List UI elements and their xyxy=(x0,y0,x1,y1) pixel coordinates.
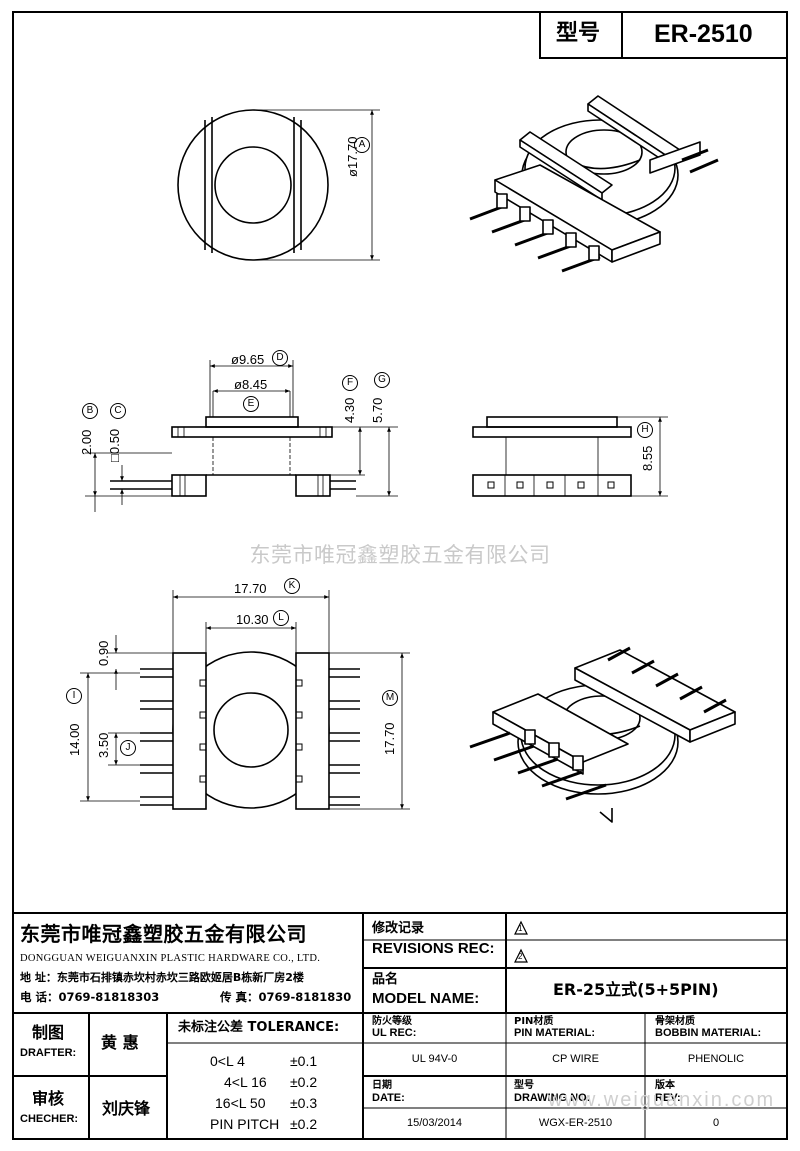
drawing-label-en: DRAWING NO: xyxy=(514,1092,591,1104)
model-number: ER-2510 xyxy=(654,20,753,48)
date-label-cn: 日期 xyxy=(372,1080,392,1091)
dim-a-circle: A xyxy=(354,137,370,153)
dim-j-circle: J xyxy=(120,740,136,756)
checker-name: 刘庆锋 xyxy=(102,1099,151,1118)
dim-k-value: 17.70 xyxy=(234,581,267,596)
front-view xyxy=(85,360,398,512)
company-address: 地 址：东莞市石排镇赤坎村赤坎三路欧姬居B栋新厂房2楼 xyxy=(20,971,304,984)
tolerance-range-2: 16<L 50 xyxy=(215,1095,266,1111)
pin-label-cn: PIN材质 xyxy=(514,1016,554,1027)
isometric-view-bottom xyxy=(469,646,736,823)
drafter-label-cn: 制图 xyxy=(32,1023,65,1042)
dim-d-value: ø9.65 xyxy=(231,352,265,367)
dim-k-circle: K xyxy=(284,578,300,594)
dim-b-value: 2.00 xyxy=(79,429,94,455)
dim-i-circle: I xyxy=(66,688,82,704)
rev-label-cn: 版本 xyxy=(655,1080,675,1091)
model-name-value: ER-25立式(5+5PIN) xyxy=(553,980,719,999)
company-name-cn: 东莞市唯冠鑫塑胶五金有限公司 xyxy=(20,922,307,946)
dim-d-circle: D xyxy=(272,350,288,366)
revision-1: 1 xyxy=(518,924,523,933)
isometric-view-top xyxy=(469,95,719,273)
ul-label-cn: 防火等级 xyxy=(372,1016,412,1027)
revision-2: 2 xyxy=(518,952,523,961)
drafter-label-en: DRAFTER: xyxy=(20,1047,77,1059)
dim-l-value: 10.30 xyxy=(236,612,269,627)
date-label-en: DATE: xyxy=(372,1092,405,1104)
dim-h-value: 8.55 xyxy=(640,445,655,471)
dim-f-circle: F xyxy=(342,375,358,391)
top-view xyxy=(177,109,380,261)
dim-g-value: 5.70 xyxy=(370,397,385,423)
tolerance-value-1: ±0.2 xyxy=(290,1074,318,1090)
drawing-label-cn: 型号 xyxy=(514,1080,534,1091)
revision-triangles xyxy=(514,920,528,963)
revisions-label-en: REVISIONS REC: xyxy=(372,940,495,957)
url-watermark: www.weiguanxin.com xyxy=(548,1089,776,1111)
dim-m-value: 17.70 xyxy=(382,722,397,755)
side-view xyxy=(472,416,668,497)
date-value: 15/03/2014 xyxy=(406,1117,463,1129)
tolerance-range-0: 0<L 4 xyxy=(210,1053,245,1069)
revisions-label-cn: 修改记录 xyxy=(372,921,425,936)
tolerance-range-3: PIN PITCH xyxy=(210,1116,280,1132)
dim-j-value: 3.50 xyxy=(96,732,111,758)
dim-i-value: 14.00 xyxy=(67,723,82,756)
drawing-value: WGX-ER-2510 xyxy=(538,1117,613,1129)
dim-h-circle: H xyxy=(637,422,653,438)
bobbin-label-en: BOBBIN MATERIAL: xyxy=(655,1027,762,1039)
dim-l-circle: L xyxy=(273,610,289,626)
dim-e-circle: E xyxy=(243,396,259,412)
model-label: 型号 xyxy=(556,21,601,46)
dim-m-circle: M xyxy=(382,690,398,706)
dim-top-gap-value: 0.90 xyxy=(96,640,111,666)
tolerance-value-2: ±0.3 xyxy=(290,1095,318,1111)
tolerance-value-0: ±0.1 xyxy=(290,1053,318,1069)
company-phone: 电 话：0769-81818303 xyxy=(20,990,160,1004)
rev-label-en: REV: xyxy=(655,1092,681,1104)
ul-label-en: UL REC: xyxy=(372,1027,417,1039)
dim-b-circle: B xyxy=(82,403,98,419)
model-name-label-cn: 品名 xyxy=(372,972,399,987)
dim-e-value: ø8.45 xyxy=(234,377,268,392)
company-watermark: 东莞市唯冠鑫塑胶五金有限公司 xyxy=(249,543,551,567)
checker-label-en: CHECHER: xyxy=(20,1113,79,1125)
dim-g-circle: G xyxy=(374,372,390,388)
company-fax: 传 真：0769-8181830 xyxy=(220,990,352,1004)
tolerance-range-1: 4<L 16 xyxy=(224,1074,267,1090)
company-name-en: DONGGUAN WEIGUANXIN PLASTIC HARDWARE CO.… xyxy=(20,953,321,964)
bottom-view xyxy=(80,590,410,810)
header-box xyxy=(539,11,788,59)
pin-value: CP WIRE xyxy=(552,1053,599,1065)
bobbin-label-cn: 骨架材质 xyxy=(655,1016,695,1027)
model-name-label-en: MODEL NAME: xyxy=(372,990,480,1007)
dim-c-circle: C xyxy=(110,403,126,419)
ul-value: UL 94V-0 xyxy=(411,1053,458,1065)
dim-c-value: □0.50 xyxy=(107,428,122,462)
dim-f-value: 4.30 xyxy=(342,397,357,423)
title-block-grid xyxy=(13,912,787,1139)
pin-label-en: PIN MATERIAL: xyxy=(514,1027,596,1039)
tolerance-title: 未标注公差 TOLERANCE: xyxy=(178,1020,340,1035)
rev-value: 0 xyxy=(712,1117,720,1129)
bobbin-value: PHENOLIC xyxy=(687,1053,745,1065)
drafter-name: 黄 惠 xyxy=(101,1033,139,1052)
tolerance-value-3: ±0.2 xyxy=(290,1116,318,1132)
checker-label-cn: 审核 xyxy=(32,1089,65,1108)
